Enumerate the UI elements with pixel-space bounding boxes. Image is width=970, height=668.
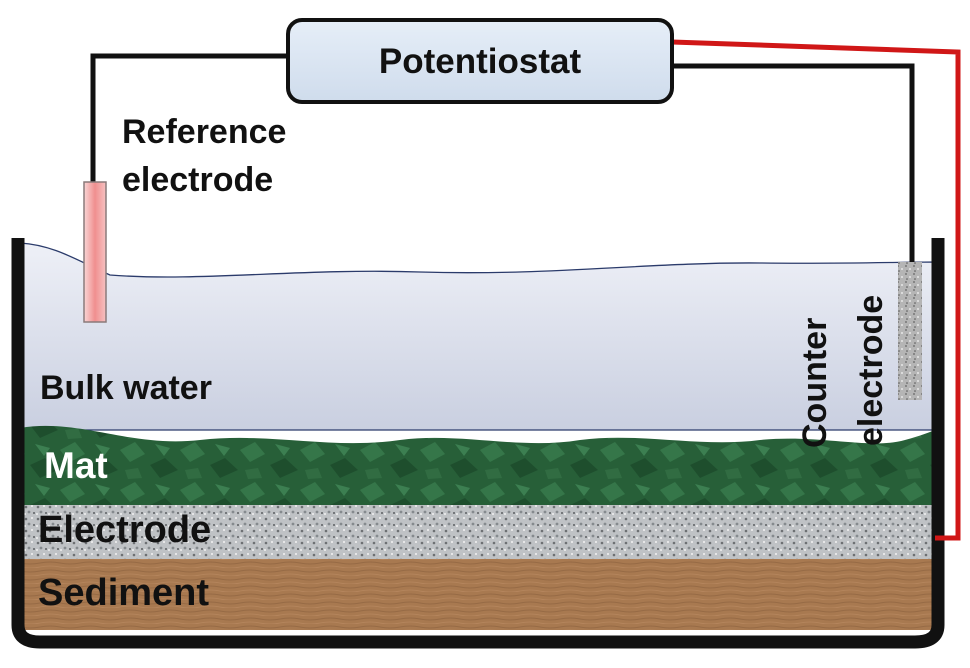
counter-electrode-label-line2: electrode [852, 294, 890, 446]
mat-label: Mat [44, 445, 108, 486]
reference-electrode-rod [83, 181, 107, 323]
sediment-layer [20, 557, 935, 630]
electrode-label: Electrode [38, 509, 212, 551]
potentiostat-label: Potentiostat [378, 42, 582, 81]
bulk-water-label: Bulk water [40, 369, 212, 407]
potentiostat-box [286, 18, 674, 104]
cell-container [11, 238, 945, 649]
reference-wire [90, 53, 290, 182]
sediment-label: Sediment [38, 572, 210, 614]
reference-electrode-label-line2: electrode [122, 161, 274, 199]
working-wire [671, 39, 961, 541]
counter-electrode-rod [898, 262, 922, 400]
reference-electrode-label-line1: Reference [122, 113, 287, 151]
mat-layer [20, 425, 935, 505]
counter-electrode-label-line1: Counter [796, 317, 834, 448]
electrode-layer [20, 503, 935, 559]
counter-wire [672, 63, 915, 262]
bulk-water-region [19, 242, 936, 431]
